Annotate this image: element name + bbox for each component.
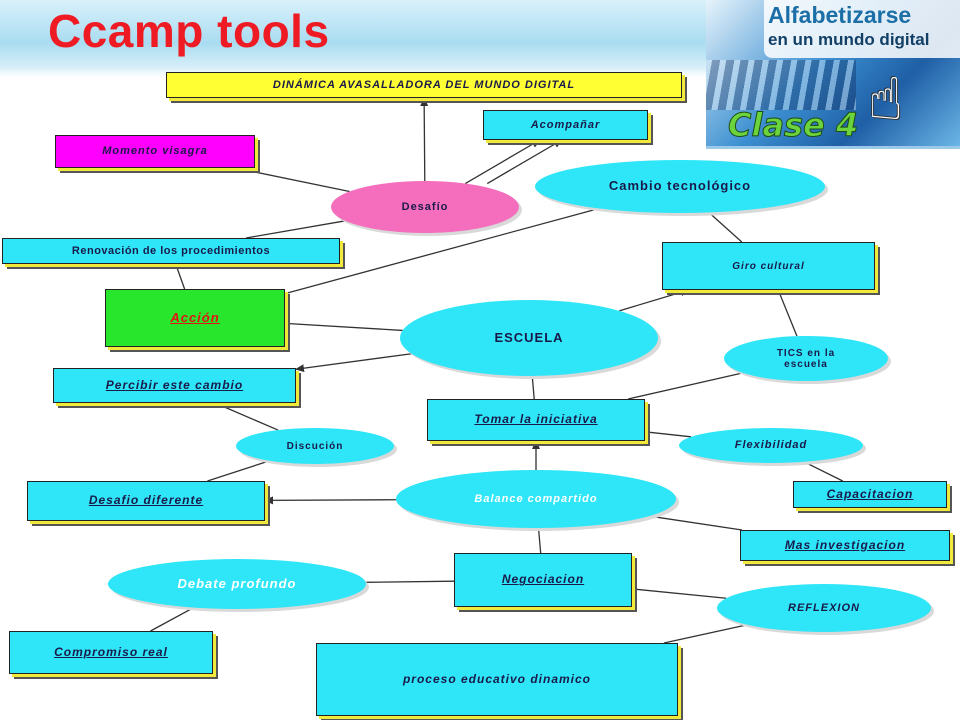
link-escuela-giro bbox=[619, 288, 690, 312]
course-logo: Alfabetizarse en un mundo digital Clase … bbox=[706, 0, 960, 149]
link-accion-escuela bbox=[284, 322, 403, 332]
link-cambio-giro bbox=[708, 211, 743, 243]
node-renovacion-procedimientos: Renovación de los procedimientos bbox=[2, 238, 340, 264]
link-negociacion-debate bbox=[365, 580, 455, 583]
link-renovacion-accion bbox=[175, 263, 186, 290]
node-proceso-educativo: proceso educativo dinamico bbox=[316, 643, 678, 716]
node-capacitacion: Capacitacion bbox=[793, 481, 947, 508]
link-desafio-momento bbox=[235, 167, 350, 193]
link-accion-cambio bbox=[284, 207, 600, 295]
link-escuela-percibir bbox=[295, 353, 412, 373]
node-momento-visagra: Momento visagra bbox=[55, 135, 255, 168]
node-dinamica-avasalladora: DINÁMICA AVASALLADORA DEL MUNDO DIGITAL bbox=[166, 72, 682, 98]
node-desafio-diferente: Desafio diferente bbox=[27, 481, 265, 521]
logo-badge: Clase 4 bbox=[727, 106, 859, 145]
node-balance-compartido: Balance compartido bbox=[396, 470, 676, 528]
link-desafio-dinamica bbox=[420, 97, 429, 182]
link-giro-tics bbox=[777, 289, 798, 337]
node-tomar-iniciativa: Tomar la iniciativa bbox=[427, 399, 645, 441]
link-desafio-acompanar bbox=[464, 139, 541, 185]
link-percibir-discucion bbox=[214, 402, 279, 431]
link-balance-mas-inv bbox=[649, 515, 743, 531]
link-desafio-renovacion bbox=[245, 220, 346, 239]
node-desafio: Desafío bbox=[331, 181, 519, 233]
slide-title: Ccamp tools bbox=[48, 5, 330, 57]
node-compromiso-real: Compromiso real bbox=[9, 631, 213, 674]
node-acompanar: Acompañar bbox=[483, 110, 648, 140]
node-accion: Acción bbox=[105, 289, 285, 347]
node-flexibilidad: Flexibilidad bbox=[679, 428, 863, 463]
link-tics-tomar bbox=[628, 372, 744, 400]
link-balance-desafio-dif bbox=[264, 496, 397, 505]
node-escuela: ESCUELA bbox=[400, 300, 658, 376]
node-mas-investigacion: Mas investigacion bbox=[740, 530, 950, 561]
node-percibir-cambio: Percibir este cambio bbox=[53, 368, 296, 403]
node-debate-profundo: Debate profundo bbox=[108, 559, 366, 609]
link-reflexion-proceso bbox=[663, 624, 748, 644]
logo-title: Alfabetizarse bbox=[768, 2, 912, 28]
link-escuela-tomar bbox=[531, 375, 535, 400]
pointing-hand-icon: ☝ bbox=[868, 65, 904, 133]
node-reflexion: REFLEXION bbox=[717, 584, 931, 632]
logo-subtitle: en un mundo digital bbox=[768, 30, 930, 49]
node-negociacion: Negociacion bbox=[454, 553, 632, 607]
node-discucion: Discución bbox=[236, 428, 394, 464]
node-cambio-tecnologico: Cambio tecnológico bbox=[535, 160, 825, 213]
link-negociacion-reflexion bbox=[631, 588, 727, 599]
link-flexibilidad-capacitacion bbox=[803, 461, 844, 482]
link-discucion-desafio-dif bbox=[207, 460, 270, 482]
node-tics-escuela: TICS en la escuela bbox=[724, 336, 888, 381]
link-tomar-flexibilidad bbox=[644, 431, 692, 438]
link-desafio-acompanar bbox=[486, 139, 563, 185]
keyboard-image bbox=[706, 60, 856, 110]
node-giro-cultural: Giro cultural bbox=[662, 242, 875, 290]
link-balance-negociacion bbox=[537, 527, 542, 554]
logo-panel bbox=[764, 0, 960, 58]
link-debate-compromiso bbox=[150, 606, 194, 632]
